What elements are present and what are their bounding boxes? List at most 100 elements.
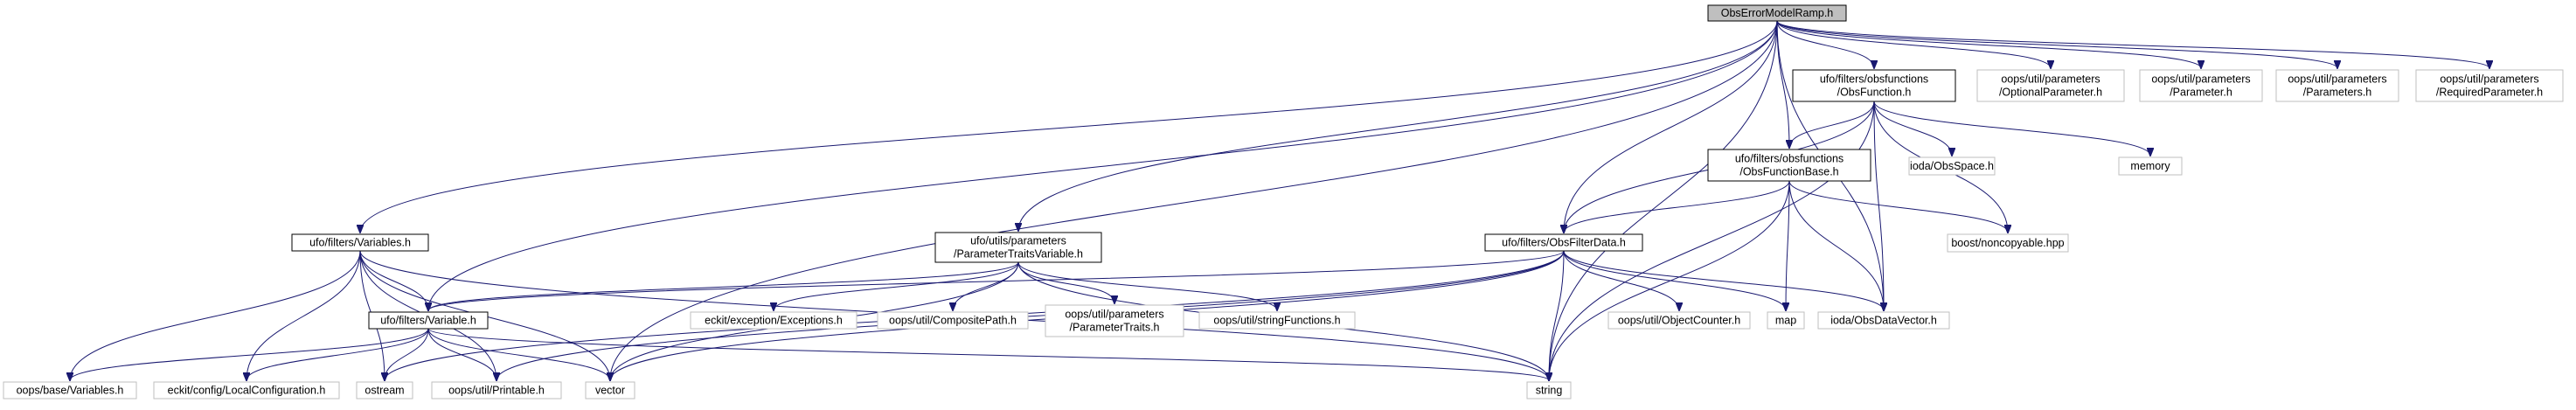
node-label: ioda/ObsSpace.h (1910, 160, 1994, 172)
edge-root-to-paramtraitsvar (1018, 20, 1778, 231)
node-obsfilterdata-h[interactable]: ufo/filters/ObsFilterData.h (1484, 233, 1643, 252)
edge-root-to-params (1776, 20, 2337, 68)
node-noncopyable: boost/noncopyable.hpp (1947, 233, 2069, 253)
nodes-layer: ObsErrorModelRamp.h ufo/filters/Variables… (3, 4, 2564, 400)
node-optionalparam: oops/util/parameters/OptionalParameter.h (1976, 69, 2125, 102)
edge-obsfunctionbase-h-to-obsfilterdata-h (1564, 180, 1790, 233)
node-box (368, 311, 489, 330)
edge-variable-h-to-printable (427, 328, 496, 380)
node-label: oops/util/CompositePath.h (889, 315, 1017, 327)
edge-obsfunctionbase-h-to-string (1549, 180, 1790, 380)
node-label: ufo/filters/obsfunctions (1735, 153, 1843, 165)
edge-variable-h-to-basevariables (70, 328, 429, 380)
node-label: ufo/filters/Variable.h (380, 315, 476, 327)
node-obsdatavector: ioda/ObsDataVector.h (1817, 311, 1950, 330)
edge-root-to-vector (610, 20, 1778, 380)
edge-root-to-optionalparam (1776, 20, 2051, 68)
node-box (153, 381, 340, 400)
node-paramtraitsvar[interactable]: ufo/utils/parameters/ParameterTraitsVari… (934, 232, 1102, 263)
node-box (1198, 311, 1356, 330)
node-label: oops/util/parameters (2151, 73, 2250, 86)
edge-obsfilterdata-h-to-variable-h (428, 250, 1565, 310)
node-paramtraits: oops/util/parameters/ParameterTraits.h (1045, 304, 1184, 337)
node-label: /ObsFunction.h (1837, 87, 1912, 99)
node-box (1045, 304, 1184, 337)
edge-obsfunctionbase-h-to-obsdatavector (1788, 180, 1884, 310)
edge-root-to-requiredparam (1776, 20, 2489, 68)
node-obsfunction-h[interactable]: ufo/filters/obsfunctions/ObsFunction.h (1792, 69, 1956, 102)
edge-root-to-string (1549, 20, 1778, 380)
node-localconfig: eckit/config/LocalConfiguration.h (153, 381, 340, 400)
edge-obsfunctionbase-h-to-map (1786, 180, 1790, 310)
node-label: ufo/utils/parameters (970, 235, 1066, 247)
node-label: ufo/filters/obsfunctions (1820, 73, 1928, 86)
node-exceptions: eckit/exception/Exceptions.h (690, 311, 858, 330)
node-label: oops/util/parameters (2440, 73, 2538, 86)
node-label: ioda/ObsDataVector.h (1830, 315, 1937, 327)
node-label: eckit/exception/Exceptions.h (705, 315, 843, 327)
edge-root-to-obsfunction-h (1776, 20, 1874, 68)
edge-paramtraitsvar-to-exceptions (774, 261, 1019, 310)
node-printable: oops/util/Printable.h (431, 381, 562, 400)
node-box (585, 381, 635, 400)
node-map: map (1767, 311, 1805, 330)
node-label: /RequiredParameter.h (2436, 87, 2543, 99)
edge-root-to-obsfilterdata-h (1564, 20, 1778, 233)
edge-obsfunction-h-to-obsspace (1873, 101, 1952, 156)
node-compositepath: oops/util/CompositePath.h (877, 311, 1029, 330)
node-label: oops/util/parameters (1065, 309, 1163, 321)
edge-variables-h-to-localconfig (246, 250, 361, 380)
node-label: /Parameters.h (2303, 87, 2372, 99)
edge-obsfunction-h-to-obsdatavector (1873, 101, 1884, 310)
node-label: oops/util/stringFunctions.h (1213, 315, 1340, 327)
node-ostream: ostream (356, 381, 413, 400)
edge-paramtraitsvar-to-paramtraits (1017, 261, 1114, 303)
edge-paramtraitsvar-to-variable-h (428, 261, 1019, 310)
edge-root-to-variable-h (428, 20, 1778, 310)
node-root[interactable]: ObsErrorModelRamp.h (1707, 4, 1847, 22)
node-box (2139, 69, 2263, 102)
node-box (1976, 69, 2125, 102)
node-label: oops/util/ObjectCounter.h (1618, 315, 1740, 327)
node-label: ufo/filters/ObsFilterData.h (1502, 237, 1626, 249)
edge-obsfilterdata-h-to-string (1549, 250, 1565, 380)
node-label: string (1536, 385, 1563, 397)
node-box (3, 381, 137, 400)
node-basevariables: oops/base/Variables.h (3, 381, 137, 400)
node-variables-h[interactable]: ufo/filters/Variables.h (291, 233, 429, 252)
edge-variables-h-to-variable-h (359, 250, 428, 310)
edge-variable-h-to-vector (427, 328, 610, 380)
node-box (1767, 311, 1805, 330)
node-objectcounter: oops/util/ObjectCounter.h (1607, 311, 1751, 330)
node-label: /OptionalParameter.h (1999, 87, 2102, 99)
edge-paramtraitsvar-to-compositepath (953, 261, 1019, 310)
node-label: /Parameter.h (2170, 87, 2232, 99)
edge-obsfilterdata-h-to-objectcounter (1563, 250, 1679, 310)
edge-obsfilterdata-h-to-map (1563, 250, 1786, 310)
node-box (934, 232, 1102, 263)
node-box (2118, 156, 2183, 176)
node-label: ObsErrorModelRamp.h (1721, 7, 1834, 19)
node-box (1607, 311, 1751, 330)
node-label: ufo/filters/Variables.h (309, 237, 411, 249)
node-box (431, 381, 562, 400)
edge-obsfunction-h-to-memory (1873, 101, 2150, 156)
node-box (690, 311, 858, 330)
node-memory: memory (2118, 156, 2183, 176)
node-box (1817, 311, 1950, 330)
node-box (877, 311, 1029, 330)
edge-root-to-obsfunctionbase-h (1776, 20, 1789, 148)
node-label: oops/base/Variables.h (17, 385, 124, 397)
node-label: memory (2130, 160, 2170, 172)
node-label: map (1775, 315, 1796, 327)
node-string: string (1526, 381, 1572, 400)
node-label: /ParameterTraitsVariable.h (954, 248, 1083, 261)
edge-variable-h-to-string (427, 328, 1549, 380)
node-variable-h[interactable]: ufo/filters/Variable.h (368, 311, 489, 330)
edge-variable-h-to-ostream (385, 328, 429, 380)
node-obsfunctionbase-h[interactable]: ufo/filters/obsfunctions/ObsFunctionBase… (1707, 149, 1871, 182)
edge-root-to-param (1776, 20, 2201, 68)
node-label: ostream (365, 385, 404, 397)
node-label: oops/util/parameters (2001, 73, 2100, 86)
node-box (1908, 156, 1996, 176)
